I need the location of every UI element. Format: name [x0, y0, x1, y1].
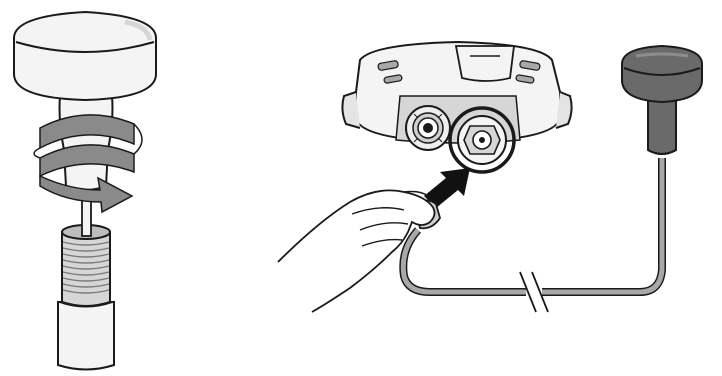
threaded-connector	[406, 106, 450, 150]
receiver-housing	[342, 42, 571, 143]
puck-antenna	[622, 46, 702, 154]
antenna-mount-illustration	[14, 12, 156, 370]
antenna-connector-port	[450, 108, 514, 172]
antenna-stem	[60, 96, 113, 190]
antenna-dome	[14, 12, 156, 100]
rotation-arrow-icon	[34, 115, 142, 212]
cable-connection-illustration	[278, 42, 702, 312]
pole-mount	[58, 225, 114, 370]
hand-illustration	[278, 190, 435, 312]
antenna-cable	[403, 158, 662, 312]
